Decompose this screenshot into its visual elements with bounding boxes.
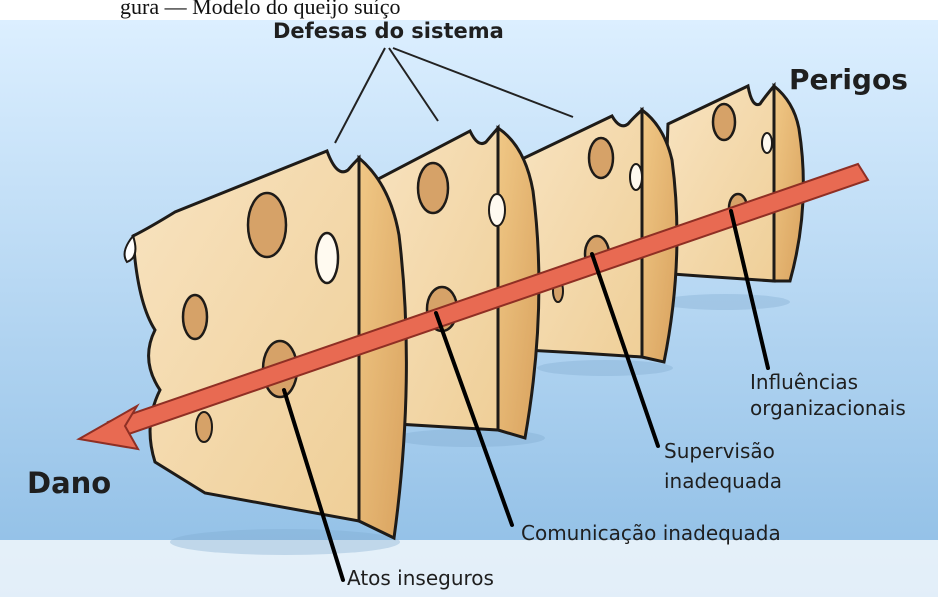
cheese-hole-2a	[418, 163, 448, 213]
slice-shadow-3	[537, 360, 673, 376]
layer-label-atos: Atos inseguros	[347, 566, 494, 590]
cheese-hole-3a	[589, 138, 613, 178]
hazard-label: Perigos	[789, 63, 908, 96]
cheese-hole-1e	[196, 412, 212, 442]
slice-shadow-1	[170, 529, 400, 555]
supervisao-line-2: inadequada	[664, 469, 782, 493]
cheese-hole-4a	[713, 104, 735, 140]
cheese-hole-1b	[316, 233, 338, 283]
cheese-hole-1a	[248, 193, 286, 257]
cheese-hole-3d	[630, 164, 642, 190]
cheese-hole-2c	[489, 194, 505, 226]
diagram-title: Defesas do sistema	[273, 19, 504, 43]
harm-label: Dano	[27, 466, 111, 500]
layer-label-comunicacao: Comunicação inadequada	[521, 521, 781, 545]
influencias-line-2: organizacionais	[750, 396, 906, 420]
supervisao-line-1: Supervisão	[664, 439, 775, 463]
influencias-line-1: Influências	[750, 370, 858, 394]
slice-shadow-4	[660, 294, 790, 310]
cheese-hole-1c	[183, 295, 207, 339]
cheese-hole-4c	[762, 133, 772, 153]
